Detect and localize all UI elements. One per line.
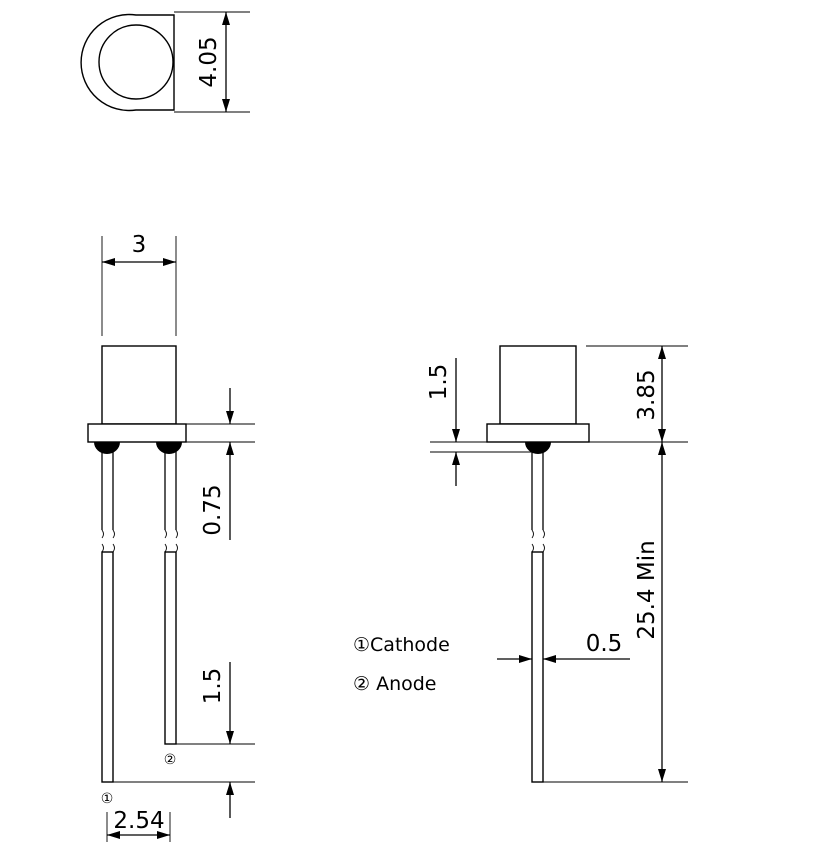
cathode-lead bbox=[101, 551, 114, 783]
side-lead bbox=[531, 551, 544, 783]
top-view-lens bbox=[98, 24, 174, 100]
body-height-label: 3.85 bbox=[634, 369, 660, 420]
anode-lead-joint bbox=[156, 442, 182, 454]
legend-cathode: ①Cathode bbox=[353, 634, 450, 656]
lead-length-label: 25.4 Min bbox=[634, 540, 660, 639]
pin1-marker: ① bbox=[101, 791, 114, 807]
flange-thickness-label: 0.75 bbox=[200, 484, 226, 535]
side-flange-label: 1.5 bbox=[426, 364, 452, 401]
lead-offset-label: 1.5 bbox=[200, 668, 226, 705]
side-body bbox=[499, 345, 577, 425]
body-width-label: 3 bbox=[132, 232, 147, 258]
top-view: 4.05 bbox=[80, 11, 250, 113]
front-body bbox=[101, 345, 177, 425]
legend-anode: ② Anode bbox=[353, 673, 437, 695]
cathode-lead-joint bbox=[94, 442, 120, 454]
pin2-marker: ② bbox=[164, 752, 177, 768]
side-flange bbox=[486, 423, 590, 443]
top-diameter-label: 4.05 bbox=[196, 36, 222, 87]
lead-diameter-label: 0.5 bbox=[586, 631, 623, 657]
lead-spacing-label: 2.54 bbox=[113, 808, 164, 834]
pin-legend: ①Cathode ② Anode bbox=[353, 634, 450, 695]
front-view: 3 ① ② 0.75 1.5 bbox=[87, 232, 255, 842]
anode-lead bbox=[164, 551, 177, 745]
front-flange bbox=[87, 423, 187, 443]
side-view: 1.5 3.85 25.4 Min 0.5 bbox=[426, 345, 688, 783]
